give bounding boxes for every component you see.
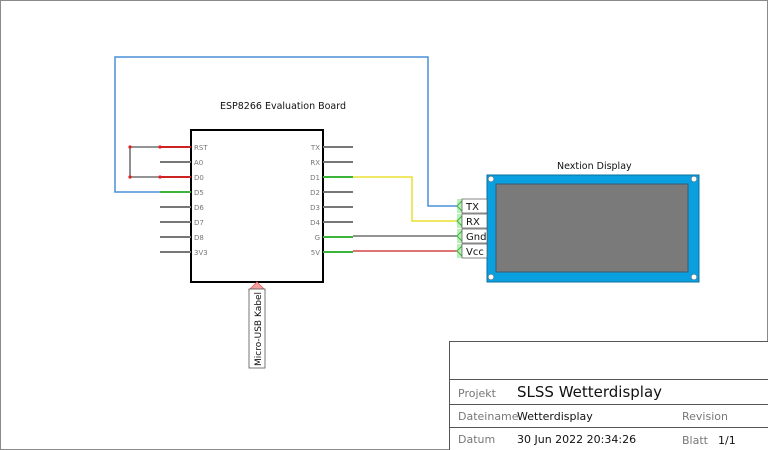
date-value: 30 Jun 2022 20:34:26 [517, 433, 637, 446]
mount-hole-icon [487, 273, 495, 281]
pin-label: TX [310, 144, 320, 152]
esp-pin-3v3[interactable]: 3V3 [160, 249, 208, 257]
pin-label: 5V [311, 249, 320, 257]
pin-label: RST [194, 144, 208, 152]
pin-label: Vcc [466, 247, 484, 258]
pin-label: D8 [194, 234, 204, 242]
esp-pin-d6[interactable]: D6 [160, 204, 204, 212]
esp-pin-rst[interactable]: RST [160, 144, 208, 152]
esp-pin-d8[interactable]: D8 [160, 234, 204, 242]
esp-pin-a0[interactable]: A0 [160, 159, 203, 167]
pin-label: D3 [310, 204, 320, 212]
pin-label: D1 [310, 174, 320, 182]
display-pin-rx[interactable]: RX [456, 213, 488, 229]
pin-label: D0 [194, 174, 204, 182]
esp-pin-d7[interactable]: D7 [160, 219, 204, 227]
wire-rst-d0[interactable] [128, 145, 162, 179]
pin-label: D4 [310, 219, 320, 227]
wire-d5-tx[interactable] [114, 56, 457, 207]
esp-pin-d1[interactable]: D1 [310, 174, 353, 182]
sheet-value: 1/1 [718, 434, 736, 447]
display-pin-gnd[interactable]: Gnd [456, 228, 488, 244]
filename-value: Wetterdisplay [517, 410, 593, 423]
display-title: Nextion Display [557, 161, 632, 172]
pin-label: G [315, 234, 320, 242]
esp-pin-d3[interactable]: D3 [310, 204, 353, 212]
esp-pin-5v[interactable]: 5V [311, 249, 353, 257]
mount-hole-icon [487, 175, 495, 183]
mount-hole-icon [690, 273, 698, 281]
title-block: Projekt SLSS Wetterdisplay Dateiname Wet… [449, 341, 768, 450]
esp-board-title: ESP8266 Evaluation Board [220, 101, 346, 112]
date-label: Datum [458, 433, 496, 446]
pin-label: D2 [310, 189, 320, 197]
wire-d1-rx[interactable] [353, 176, 457, 222]
mount-hole-icon [690, 175, 698, 183]
pin-label: D7 [194, 219, 204, 227]
title-block-divider [450, 379, 768, 380]
pin-label: A0 [194, 159, 203, 167]
display-pin-tx[interactable]: TX [456, 198, 488, 214]
usb-connector[interactable]: Micro-USB Kabel [248, 281, 266, 369]
esp-pin-tx[interactable]: TX [310, 144, 353, 152]
pin-label: RX [466, 217, 480, 228]
pin-label: TX [465, 202, 479, 213]
display-pin-vcc[interactable]: Vcc [456, 243, 488, 259]
filename-label: Dateiname [458, 410, 519, 423]
esp-pin-d4[interactable]: D4 [310, 219, 353, 227]
pin-label: RX [310, 159, 320, 167]
esp-pin-g[interactable]: G [315, 234, 353, 242]
esp-pin-rx[interactable]: RX [310, 159, 353, 167]
title-block-divider [450, 427, 768, 428]
esp-board-body[interactable] [190, 129, 324, 283]
title-block-divider [450, 404, 768, 405]
pin-label: 3V3 [194, 249, 208, 257]
revision-label: Revision [682, 410, 728, 423]
pin-label: Gnd [466, 232, 486, 243]
project-value: SLSS Wetterdisplay [517, 383, 663, 401]
display-screen [495, 183, 689, 273]
sheet-label: Blatt [682, 434, 708, 447]
pin-label: D6 [194, 204, 204, 212]
usb-label: Micro-USB Kabel [254, 292, 264, 366]
project-label: Projekt [458, 387, 496, 400]
esp-pin-d2[interactable]: D2 [310, 189, 353, 197]
esp-pin-d0[interactable]: D0 [160, 174, 204, 182]
pin-label: D5 [194, 189, 204, 197]
esp-pin-d5[interactable]: D5 [160, 189, 204, 197]
